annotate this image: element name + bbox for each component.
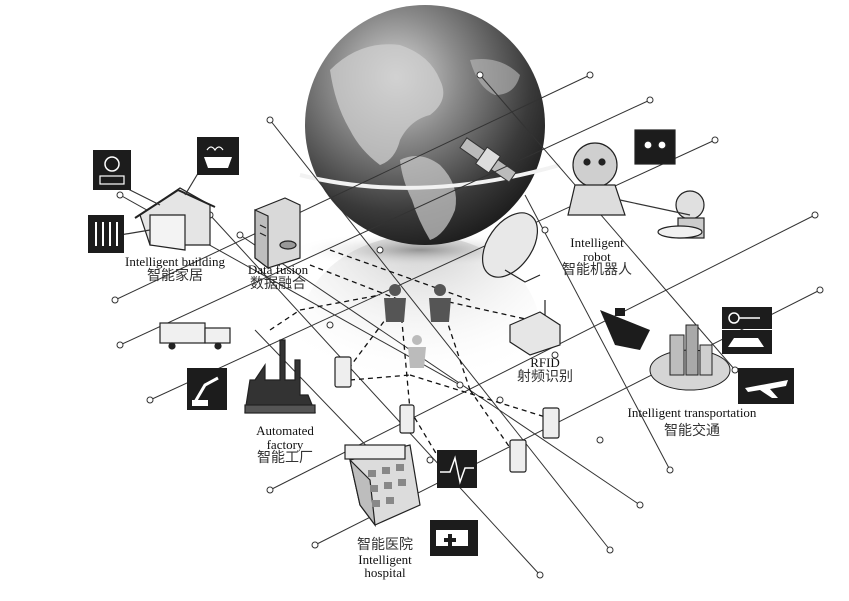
rfid-reader-icon — [509, 300, 561, 356]
label-intelligent-transportation: Intelligent transportation 智能交通 — [612, 406, 772, 438]
label-rfid: RFID 射频识别 — [505, 356, 585, 384]
label-intelligent-hospital: 智能医院 Intelligent hospital — [340, 538, 430, 580]
ecg-monitor-icon — [437, 450, 477, 488]
house-icon — [119, 169, 216, 251]
label-en: Data fusion — [247, 262, 309, 277]
bathtub-icon — [197, 137, 239, 175]
server-icon — [254, 197, 301, 270]
ambulance-icon — [430, 520, 478, 556]
label-automated-factory: Automated factory 智能工厂 — [240, 424, 330, 466]
label-zh: 智能医院 — [357, 537, 413, 553]
hospital-icon — [344, 444, 421, 528]
label-en: Intelligent building — [124, 254, 225, 269]
robot-icon — [567, 129, 705, 239]
ship-icon — [600, 308, 650, 350]
label-data-fusion: Data fusion 数据融合 — [238, 263, 318, 291]
radiator-icon — [88, 215, 124, 253]
truck-icon — [159, 322, 231, 350]
label-zh: 智能工厂 — [257, 450, 313, 467]
factory-icon — [244, 339, 316, 414]
people-icon — [384, 284, 451, 368]
label-intelligent-building: Intelligent building 智能家居 — [115, 255, 235, 283]
label-en-2: robot — [583, 248, 611, 264]
label-en-2: factory — [266, 436, 304, 452]
label-zh: 智能家居 — [147, 267, 203, 284]
airplane-icon — [738, 368, 794, 404]
satellite-icon — [459, 137, 517, 183]
mobile-phone-icon — [334, 356, 560, 473]
label-zh: 智能机器人 — [562, 262, 632, 279]
label-zh: 数据融合 — [250, 275, 306, 292]
network-grid — [114, 74, 821, 576]
car-icon — [722, 330, 772, 354]
globe-icon — [299, 5, 561, 245]
globe-reflection — [300, 235, 540, 425]
label-en-1: Intelligent — [358, 551, 412, 567]
robot-arm-icon — [187, 368, 227, 410]
city-icon — [649, 324, 731, 391]
label-en-1: Automated — [256, 423, 314, 438]
satellite-dish-icon — [481, 212, 541, 283]
label-zh: 射频识别 — [517, 368, 573, 385]
label-en-2: hospital — [364, 565, 406, 581]
label-intelligent-robot: Intelligent robot 智能机器人 — [552, 236, 642, 278]
label-zh: 智能交通 — [664, 422, 720, 439]
alarm-clock-icon — [93, 150, 131, 190]
label-en: Intelligent transportation — [627, 405, 757, 420]
label-en: RFID — [530, 355, 560, 370]
label-en-1: Intelligent — [570, 235, 624, 250]
key-icon — [722, 307, 772, 329]
